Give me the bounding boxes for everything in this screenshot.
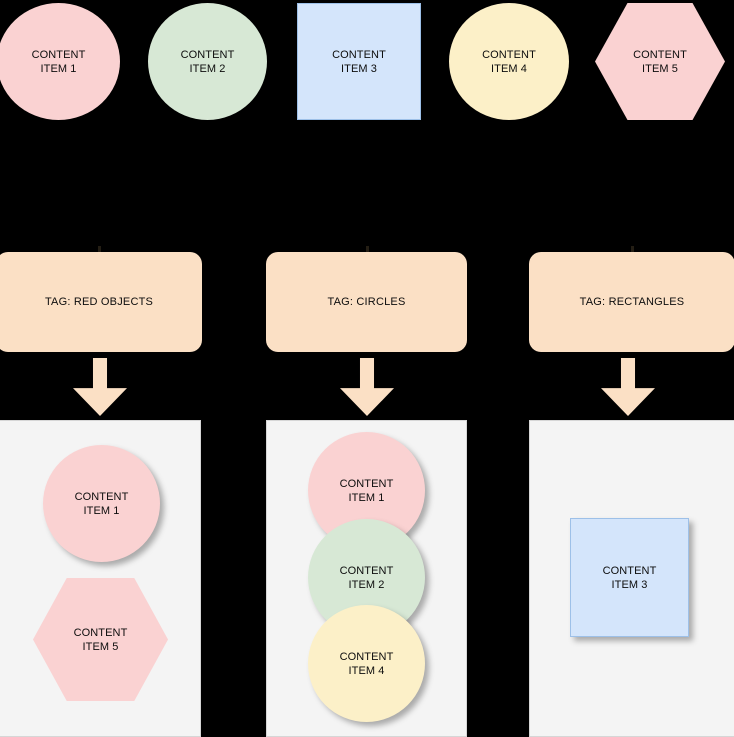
res-item-2-label: CONTENT ITEM 2: [339, 564, 394, 591]
tag-rectangles-label: TAG: RECTANGLES: [579, 296, 685, 308]
item-1-label: CONTENT ITEM 1: [31, 48, 86, 75]
res-item-5-label: CONTENT ITEM 5: [73, 626, 128, 653]
tag-rectangles[interactable]: TAG: RECTANGLES: [529, 252, 734, 352]
tag-rectangles-connector-stub: [631, 246, 634, 252]
item-1[interactable]: CONTENT ITEM 1: [0, 3, 120, 120]
tag-red-connector-stub: [98, 246, 101, 252]
res-item-4[interactable]: CONTENT ITEM 4: [308, 605, 425, 722]
tag-red[interactable]: TAG: RED OBJECTS: [0, 252, 202, 352]
item-2-label: CONTENT ITEM 2: [180, 48, 235, 75]
item-4-label: CONTENT ITEM 4: [482, 48, 536, 75]
item-2[interactable]: CONTENT ITEM 2: [148, 3, 267, 120]
res-item-1[interactable]: CONTENT ITEM 1: [43, 445, 160, 562]
arrow-rectangles-icon: [601, 358, 655, 416]
tag-circles[interactable]: TAG: CIRCLES: [266, 252, 467, 352]
item-3-label: CONTENT ITEM 3: [332, 48, 386, 75]
tag-red-label: TAG: RED OBJECTS: [44, 296, 154, 308]
item-4[interactable]: CONTENT ITEM 4: [449, 3, 569, 120]
res-item-1b-label: CONTENT ITEM 1: [339, 477, 394, 504]
res-item-3-label: CONTENT ITEM 3: [602, 564, 657, 591]
item-3[interactable]: CONTENT ITEM 3: [297, 3, 421, 120]
tag-circles-connector-stub: [365, 246, 369, 252]
res-item-4-label: CONTENT ITEM 4: [339, 650, 394, 677]
item-5[interactable]: CONTENT ITEM 5: [595, 3, 725, 120]
item-5-label: CONTENT ITEM 5: [633, 48, 687, 75]
res-item-1-label: CONTENT ITEM 1: [74, 490, 129, 517]
res-item-3[interactable]: CONTENT ITEM 3: [570, 518, 689, 637]
arrow-red-icon: [73, 358, 127, 416]
arrow-circles-icon: [340, 358, 394, 416]
tag-circles-label: TAG: CIRCLES: [327, 296, 406, 308]
